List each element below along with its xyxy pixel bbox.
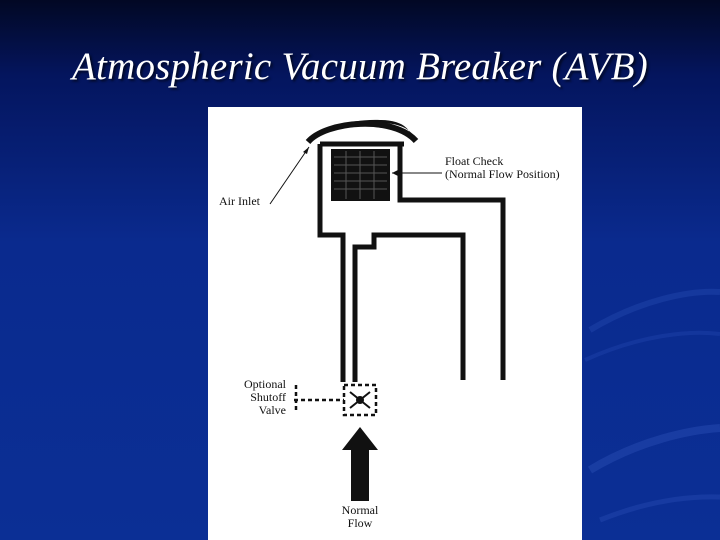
body-outline xyxy=(317,141,506,382)
float-check-label-line2: (Normal Flow Position) xyxy=(445,167,560,181)
float-check-label-line1: Float Check xyxy=(445,154,504,168)
avb-diagram-drawing xyxy=(269,119,506,501)
air-inlet-label: Air Inlet xyxy=(219,194,260,208)
air-inlet-leader xyxy=(269,146,310,205)
canopy-outline xyxy=(305,120,419,145)
shutoff-label-line1: Optional xyxy=(244,377,286,391)
normal-flow-label: Normal Flow xyxy=(330,504,390,530)
normal-flow-arrow xyxy=(342,427,378,501)
normal-flow-label-line2: Flow xyxy=(347,516,373,530)
avb-diagram: Air Inlet Float Check (Normal Flow Posit… xyxy=(208,107,582,540)
slide-title: Atmospheric Vacuum Breaker (AVB) xyxy=(72,45,648,88)
float-check-label: Float Check (Normal Flow Position) xyxy=(445,155,560,181)
shutoff-valve-label: Optional Shutoff Valve xyxy=(226,378,286,417)
shutoff-label-line2: Shutoff xyxy=(250,390,286,404)
normal-flow-label-line1: Normal xyxy=(341,503,379,517)
shutoff-label-line3: Valve xyxy=(258,403,286,417)
